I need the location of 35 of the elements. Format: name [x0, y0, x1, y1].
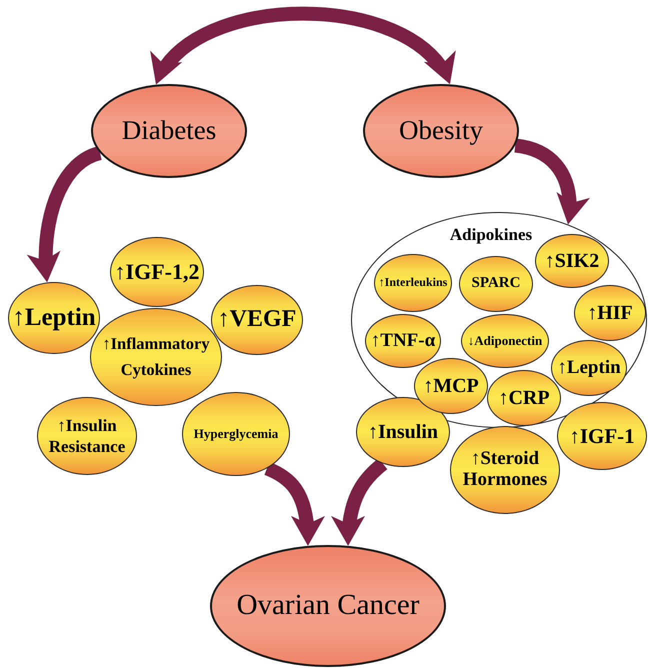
node-label: ↑Insulin Resistance [48, 414, 126, 458]
node-label: Diabetes [122, 115, 216, 147]
node-label: SPARC [472, 275, 520, 293]
node-label: ↓Adiponectin [468, 334, 542, 348]
node-label: ↑HIF [587, 302, 633, 324]
node-label: ↑VEGF [218, 306, 296, 334]
node-label: ↑Leptin [557, 357, 621, 379]
node-label: ↑SIK2 [544, 250, 600, 272]
factor-ellipse [356, 397, 450, 467]
node-label: ↑IGF-1,2 [114, 259, 200, 285]
node-label: ↑Insulin [368, 420, 438, 444]
factor-ellipse [414, 358, 488, 414]
node-label: ↑Inflammatory Cytokines [101, 332, 211, 381]
curved-arrow [28, 146, 102, 283]
node-label: ↑Interleukins [378, 276, 448, 290]
node-label: ↑CRP [498, 386, 550, 410]
factor-ellipse [574, 285, 646, 341]
node-label: ↑Steroid Hormones [462, 449, 548, 491]
factor-ellipse [461, 314, 549, 368]
node-label: Ovarian Cancer [236, 589, 420, 623]
node-label: Hyperglycemia [194, 426, 278, 442]
node-label: ↑MCP [423, 374, 479, 398]
curved-arrow [264, 462, 324, 546]
node-label: ↑TNF-α [370, 330, 436, 352]
factor-ellipse [535, 234, 609, 288]
node-label: Obesity [399, 115, 483, 147]
group-title: Adipokines [450, 225, 532, 246]
curved-arrow [332, 458, 388, 546]
factor-ellipse [551, 340, 627, 396]
factor-ellipse [487, 370, 561, 426]
node-label: ↑Leptin [12, 304, 96, 332]
factor-ellipse [450, 426, 560, 514]
node-label: ↑IGF-1 [569, 424, 635, 448]
factor-ellipse [365, 314, 441, 368]
factor-ellipse [374, 254, 452, 312]
